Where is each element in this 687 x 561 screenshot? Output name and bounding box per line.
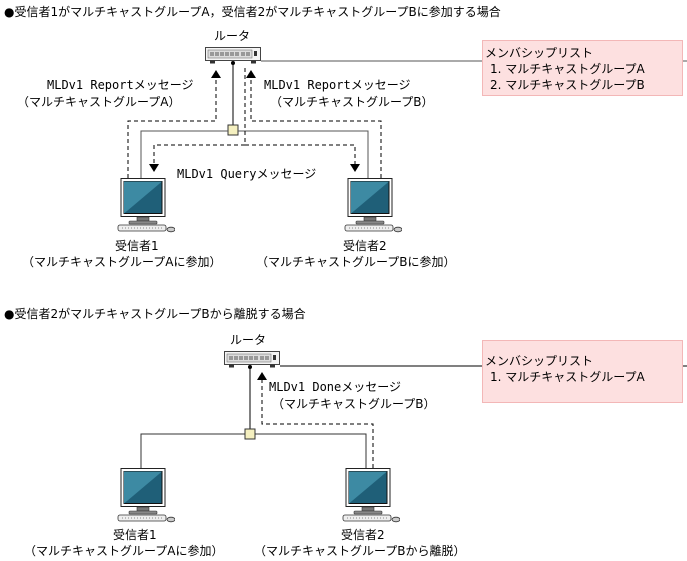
router-label: ルータ <box>230 333 267 347</box>
receiver2-status: （マルチキャストグループBから離脱） <box>254 544 466 558</box>
receiver1-pc-icon <box>117 178 175 233</box>
section1-heading: ●受信者1がマルチキャストグループA，受信者2がマルチキャストグループBに参加す… <box>4 5 501 19</box>
report-a-label: MLDv1 Reportメッセージ <box>47 78 194 92</box>
membership-list-item: 2. マルチキャストグループB <box>490 78 645 92</box>
receiver2-name: 受信者2 <box>343 239 387 253</box>
router-icon <box>224 351 280 368</box>
report-b-group: （マルチキャストグループB） <box>270 95 434 109</box>
membership-list-title: メンバシップリスト <box>485 354 594 368</box>
router-label: ルータ <box>214 29 251 43</box>
receiver1-status: （マルチキャストグループAに参加） <box>22 255 222 269</box>
receiver1-name: 受信者1 <box>113 528 157 542</box>
report-a-group: （マルチキャストグループA） <box>17 95 181 109</box>
receiver2-pc-icon <box>342 468 400 523</box>
query-arrow-2 <box>245 144 360 172</box>
receiver2-pc-icon <box>344 178 402 233</box>
link-receiver2 <box>255 433 367 470</box>
receiver2-name: 受信者2 <box>341 528 385 542</box>
done-arrow <box>257 372 374 468</box>
link-receiver1 <box>140 433 245 470</box>
receiver1-pc-icon <box>117 468 175 523</box>
query-label: MLDv1 Queryメッセージ <box>177 167 317 181</box>
done-label: MLDv1 Doneメッセージ <box>269 380 402 394</box>
section2-heading: ●受信者2がマルチキャストグループBから離脱する場合 <box>4 307 306 321</box>
membership-list-box: メンバシップリスト 1. マルチキャストグループA <box>482 340 683 403</box>
receiver1-name: 受信者1 <box>115 239 159 253</box>
query-arrow-1 <box>149 68 246 172</box>
receiver1-status: （マルチキャストグループAに参加） <box>24 544 224 558</box>
link-receiver1 <box>140 130 228 178</box>
membership-list-title: メンバシップリスト <box>485 46 594 60</box>
done-group: （マルチキャストグループB） <box>272 397 436 411</box>
link-receiver2 <box>238 130 369 178</box>
membership-list-box: メンバシップリスト 1. マルチキャストグループA 2. マルチキャストグループ… <box>482 40 683 96</box>
receiver2-status: （マルチキャストグループBに参加） <box>256 255 456 269</box>
report-a-arrow <box>127 70 221 178</box>
report-b-arrow <box>246 70 382 178</box>
hub-icon <box>227 124 239 136</box>
hub-icon <box>244 428 256 440</box>
membership-list-item: 1. マルチキャストグループA <box>490 370 645 384</box>
report-b-label: MLDv1 Reportメッセージ <box>264 78 411 92</box>
membership-list-item: 1. マルチキャストグループA <box>490 62 645 76</box>
